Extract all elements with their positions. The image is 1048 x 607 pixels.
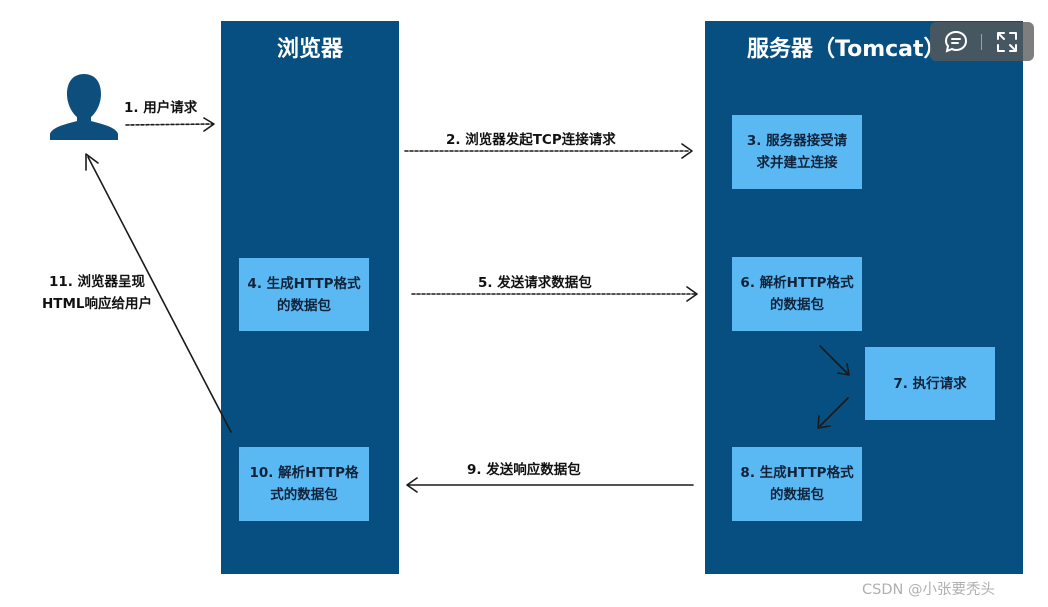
- step-8-line2: 的数据包: [770, 487, 824, 503]
- step-8-line1: 8. 生成HTTP格式: [740, 465, 854, 481]
- step-9-label: 9. 发送响应数据包: [467, 462, 581, 478]
- arrow-5-head: [686, 286, 698, 302]
- step-2-label: 2. 浏览器发起TCP连接请求: [446, 132, 616, 148]
- step-10-line1: 10. 解析HTTP格: [249, 465, 359, 481]
- step-3-line2: 求并建立连接: [756, 155, 838, 171]
- arrow-1: [125, 123, 213, 126]
- browser-lane-title: 浏览器: [276, 37, 343, 62]
- arrow-11: [87, 156, 232, 433]
- expand-icon: [997, 32, 1017, 52]
- fullscreen-button[interactable]: [993, 28, 1021, 56]
- watermark: CSDN @小张要秃头: [862, 582, 995, 598]
- step-1-label: 1. 用户请求: [124, 100, 198, 116]
- toolbar-separator: [981, 34, 982, 50]
- arrow-6-7: [819, 345, 849, 375]
- step-6-box: 6. 解析HTTP格式的数据包: [732, 257, 862, 331]
- server-lane-title: 服务器（Tomcat）: [747, 37, 946, 62]
- step-4-box: 4. 生成HTTP格式的数据包: [239, 258, 369, 331]
- arrow-1-head: [203, 117, 215, 132]
- step-11-line2: HTML响应给用户: [41, 296, 153, 312]
- step-6-line1: 6. 解析HTTP格式: [740, 275, 854, 291]
- arrow-6-7-head: [837, 363, 850, 376]
- step-11-label: 11. 浏览器呈现 HTML响应给用户: [32, 271, 162, 315]
- step-3-line1: 3. 服务器接受请: [746, 133, 848, 149]
- step-7-box: 7. 执行请求: [865, 347, 995, 420]
- step-3-box: 3. 服务器接受请求并建立连接: [732, 115, 862, 189]
- step-4-line2: 的数据包: [277, 297, 331, 314]
- comment-button[interactable]: [942, 28, 970, 56]
- arrow-9-head: [406, 477, 418, 493]
- speech-bubble-icon: [944, 30, 968, 53]
- arrow-7-8-head: [817, 415, 831, 429]
- step-5-label: 5. 发送请求数据包: [478, 275, 592, 291]
- user-icon: [50, 74, 118, 140]
- image-toolbar: [930, 22, 1034, 61]
- step-6-line2: 的数据包: [770, 297, 824, 313]
- step-11-line1: 11. 浏览器呈现: [48, 274, 146, 290]
- step-10-line2: 式的数据包: [270, 487, 338, 503]
- step-4-line1: 4. 生成HTTP格式: [247, 275, 361, 292]
- step-7-label: 7. 执行请求: [893, 375, 967, 392]
- step-8-box: 8. 生成HTTP格式的数据包: [732, 447, 862, 521]
- arrow-7-8: [819, 397, 849, 427]
- arrow-2-head: [681, 143, 693, 159]
- arrow-11-head: [85, 153, 99, 171]
- step-10-box: 10. 解析HTTP格式的数据包: [239, 447, 369, 521]
